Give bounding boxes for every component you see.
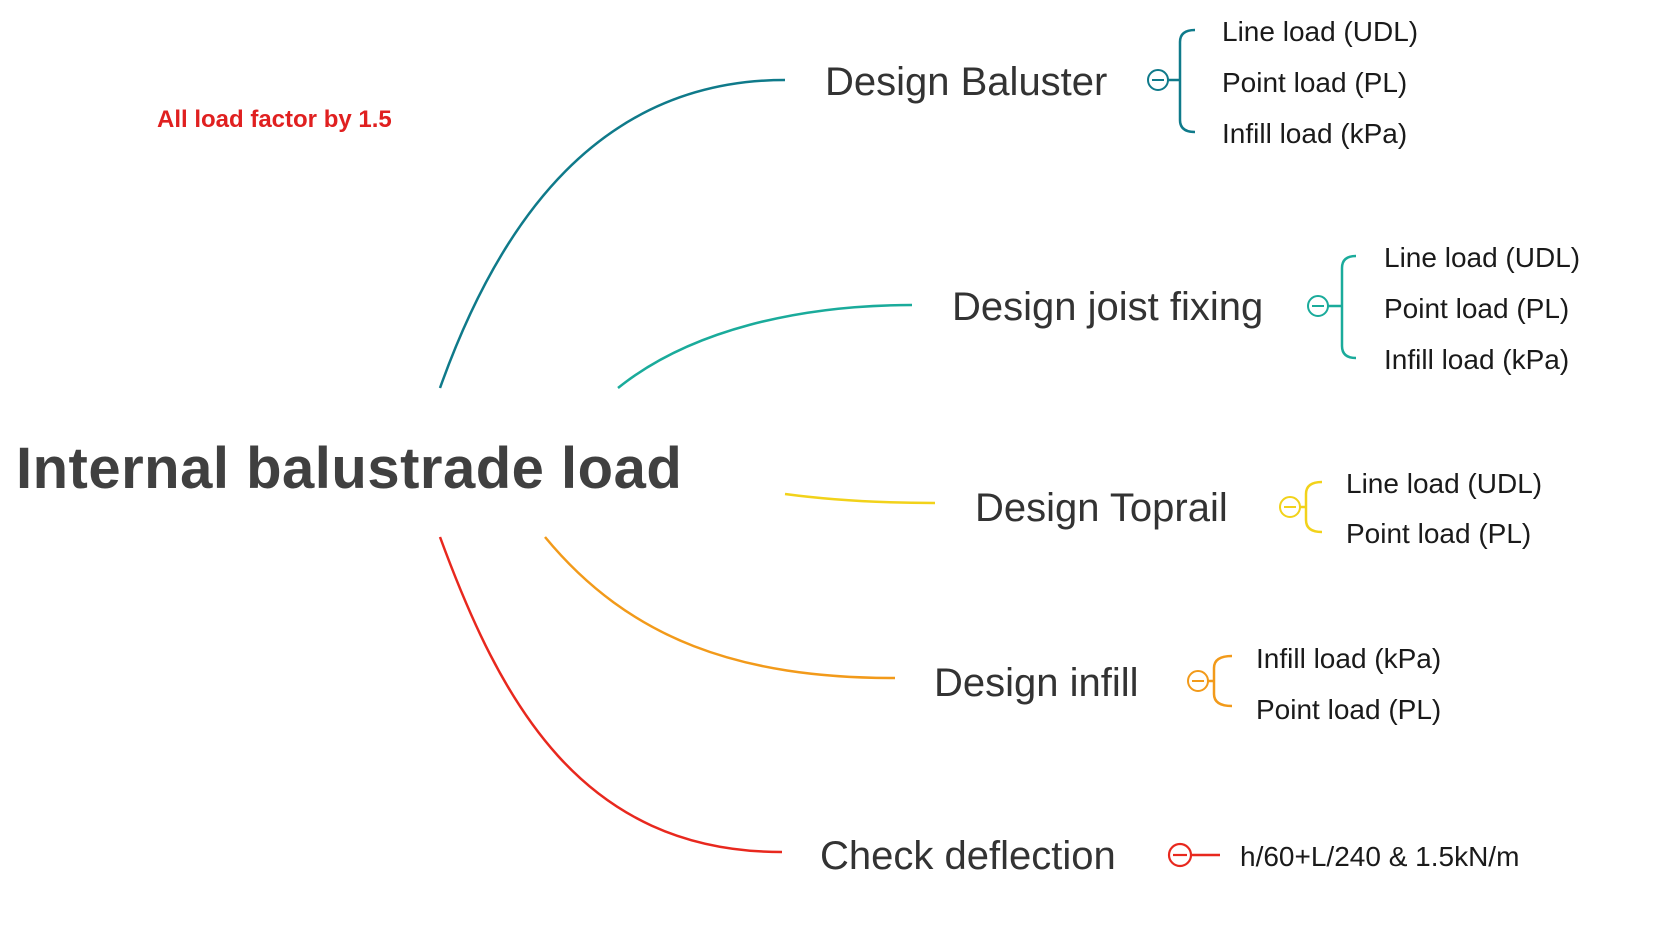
connector-design-toprail (784, 492, 936, 505)
branch-check-deflection-connector (1167, 842, 1220, 868)
connector-design-infill (544, 536, 896, 680)
branch-topic-design-baluster[interactable]: Design Baluster (825, 60, 1108, 104)
connector-design-joist-fixing (617, 303, 913, 389)
subtopic-point-load[interactable]: Point load (PL) (1256, 694, 1442, 725)
load-factor-note: All load factor by 1.5 (157, 106, 392, 133)
branch-topic-design-joist-fixing[interactable]: Design joist fixing (952, 285, 1264, 329)
connector-design-baluster (438, 78, 786, 389)
subtopic-line-load[interactable]: Line load (UDL) (1346, 468, 1543, 499)
subtopic-point-load[interactable]: Point load (PL) (1222, 67, 1408, 98)
subtopic-infill-load[interactable]: Infill load (kPa) (1384, 344, 1570, 375)
branch-topic-design-toprail[interactable]: Design Toprail (975, 486, 1228, 530)
central-topic[interactable]: Internal balustrade load (16, 436, 683, 501)
branch-design-baluster-connector (1147, 28, 1196, 134)
branch-topic-check-deflection[interactable]: Check deflection (820, 834, 1116, 878)
branch-design-infill-connector (1187, 654, 1233, 708)
subtopic-point-load[interactable]: Point load (PL) (1384, 293, 1570, 324)
subtopic-infill-load[interactable]: Infill load (kPa) (1222, 118, 1408, 149)
branch-design-joist-fixing-connector (1307, 254, 1357, 360)
branch-topic-design-infill[interactable]: Design infill (934, 661, 1139, 705)
branch-design-toprail-connector (1279, 480, 1323, 534)
subtopic-infill-load[interactable]: Infill load (kPa) (1256, 643, 1442, 674)
subtopic-point-load[interactable]: Point load (PL) (1346, 518, 1532, 549)
subtopic-line-load[interactable]: Line load (UDL) (1384, 242, 1581, 273)
subtopic-line-load[interactable]: Line load (UDL) (1222, 16, 1419, 47)
subtopic-deflection-criteria[interactable]: h/60+L/240 & 1.5kN/m (1240, 841, 1520, 872)
connector-check-deflection (438, 536, 783, 854)
